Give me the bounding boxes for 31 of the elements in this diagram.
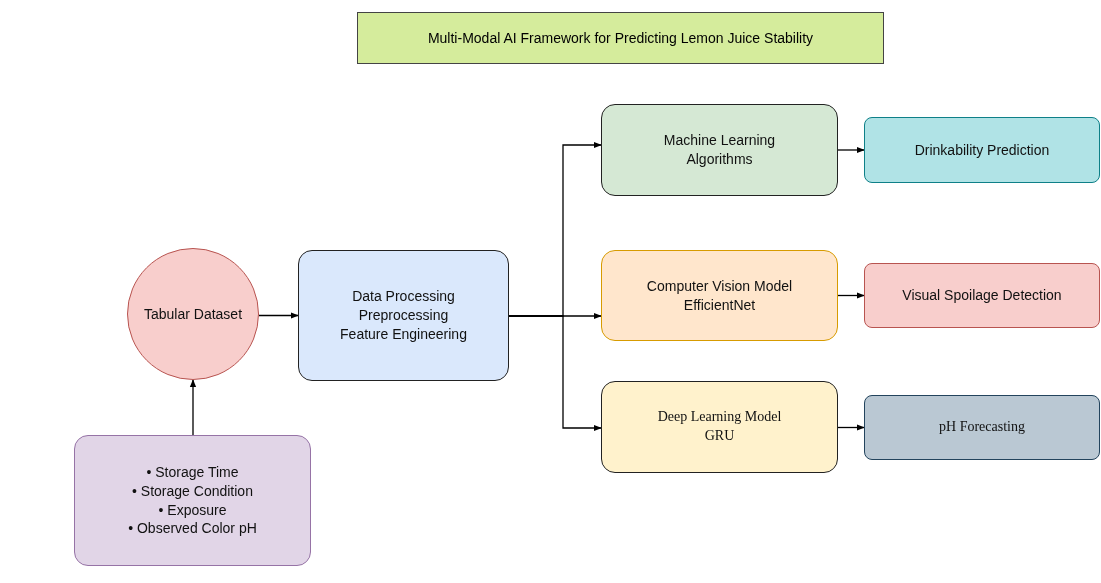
node-label: Visual Spoilage Detection: [902, 286, 1062, 305]
node-label: Drinkability Prediction: [914, 140, 1050, 160]
output-box: [864, 117, 1100, 183]
node-label: Computer Vision Model: [646, 276, 793, 296]
arrow: [189, 379, 197, 436]
node-label: GRU: [704, 427, 735, 445]
node-label: Tabular Dataset: [143, 304, 243, 324]
arrow: [837, 424, 865, 431]
node-label: pH Forecasting: [939, 418, 1025, 437]
model-box: [601, 250, 838, 341]
arrow: [837, 292, 865, 299]
arrow: [508, 315, 602, 432]
output-box: [864, 395, 1100, 460]
title-box: Multi-Modal AI Framework for Predicting Lemon Juice Stability: [357, 12, 884, 64]
node-label: • Exposure: [158, 500, 227, 520]
process-box: [298, 250, 509, 381]
node-label: Feature Engineering: [340, 324, 467, 344]
node-label: Preprocessing: [358, 306, 449, 325]
output-box: [864, 263, 1100, 328]
node-label: • Storage Time: [146, 462, 239, 482]
node-label: Deep Learning Model: [657, 408, 782, 427]
node-label: Data Processing: [352, 287, 455, 307]
feature-list-box: [74, 435, 311, 566]
model-box: [601, 381, 838, 473]
node-label: Machine Learning Algorithms: [662, 131, 777, 169]
model-box: [601, 104, 838, 196]
node-label: • Observed Color pH: [128, 519, 257, 539]
node-label: • Storage Condition: [132, 481, 253, 501]
node-label: EfficientNet: [683, 295, 756, 315]
arrow: [258, 312, 299, 319]
arrow: [837, 146, 865, 154]
